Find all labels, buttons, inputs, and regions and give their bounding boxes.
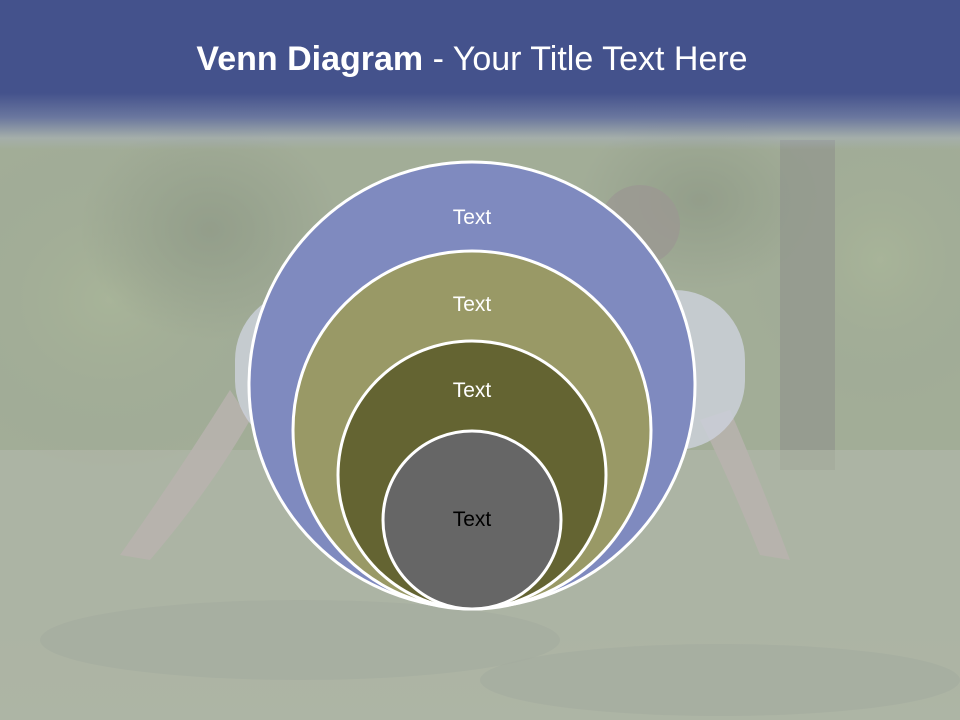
venn-circle-inner[interactable] bbox=[381, 429, 563, 611]
title-band bbox=[0, 0, 960, 150]
venn-label-third: Text bbox=[453, 379, 492, 402]
venn-label-second: Text bbox=[453, 293, 492, 316]
title-bold: Venn Diagram bbox=[196, 40, 424, 78]
page-title: Venn Diagram - Your Title Text Here bbox=[0, 40, 944, 79]
venn-label-outer: Text bbox=[453, 206, 492, 229]
title-rest: - Your Title Text Here bbox=[423, 40, 748, 78]
venn-label-inner: Text bbox=[453, 508, 492, 531]
